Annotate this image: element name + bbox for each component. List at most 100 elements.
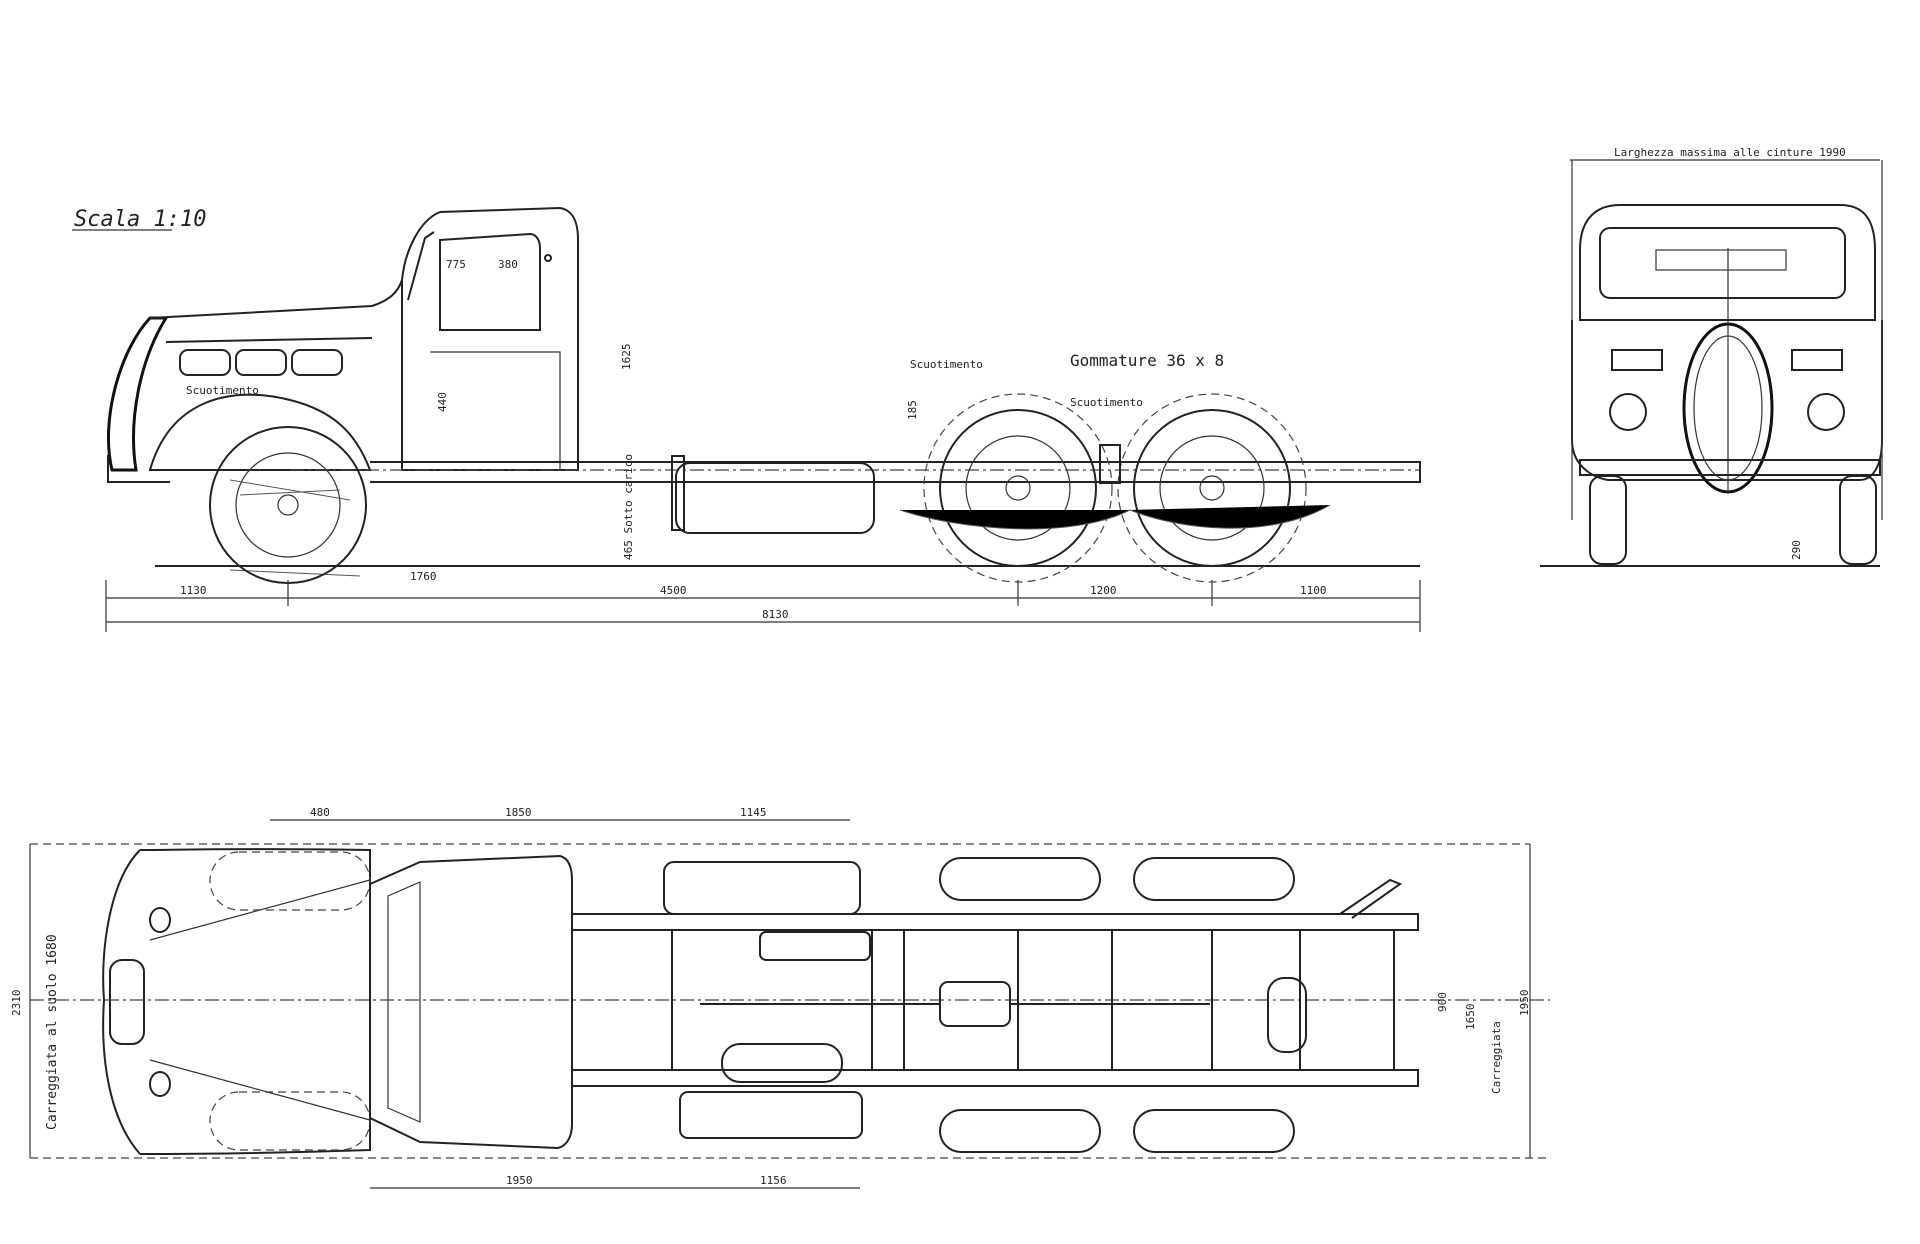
rear-travel-1: [923, 393, 1113, 583]
plan-view: 480 1850 1145 2310 Carreggiata al suolo …: [10, 806, 1550, 1189]
hood-top: [149, 279, 403, 319]
tyre-2-top: [1133, 857, 1295, 901]
plan-fender-bottom: [209, 1091, 371, 1151]
tyre-2-bottom: [1133, 1109, 1295, 1153]
front-fender: [148, 393, 372, 471]
dim-1130: 1130: [180, 584, 207, 597]
front-windscreen: [1599, 227, 1846, 299]
front-hub: [277, 494, 299, 516]
dim-1200: 1200: [1090, 584, 1117, 597]
front-bumper: [107, 455, 170, 483]
tyre-1-top: [939, 857, 1101, 901]
plan-dim-1950-right: 1950: [1518, 990, 1531, 1017]
rear-hub-1: [1005, 475, 1031, 501]
plan-cab-roof: [369, 854, 573, 1150]
headlamp-left: [1609, 393, 1647, 431]
front-body: [1571, 320, 1883, 481]
hood-line: [165, 337, 373, 343]
door-line: [430, 351, 561, 470]
fuel-filler: [671, 455, 685, 531]
rear-wheel-2: [1133, 409, 1291, 567]
front-grille: [107, 316, 169, 472]
front-wheel: [209, 426, 367, 584]
plan-dim-1650: 1650: [1464, 1004, 1477, 1031]
vent-right: [1791, 349, 1843, 371]
cab-body: [401, 206, 579, 471]
plan-dim-2310: 2310: [10, 990, 23, 1017]
ground-hatch: [229, 569, 361, 577]
scuotimento-front: Scuotimento: [186, 384, 259, 397]
rear-hitch-arm: [1339, 878, 1403, 919]
plan-hood: [139, 848, 371, 1155]
small-height-dim: 185: [906, 400, 919, 420]
differential-1: [939, 981, 1011, 1027]
vent-left: [1611, 349, 1663, 371]
rear-wheel-1-rim: [965, 435, 1071, 541]
hood-vent-2: [235, 349, 287, 376]
plan-rail-top: [571, 913, 1419, 931]
dim-1760: 1760: [410, 570, 437, 583]
cab-height-dim: 1625: [620, 344, 633, 371]
carreggiata-rear: Carreggiata: [1490, 1021, 1503, 1094]
side-view: 775 380 440 1625 Scuotimento Scuotimento: [105, 206, 1421, 632]
plan-dim-480: 480: [310, 806, 330, 819]
tyres-label: Gommature 36 x 8: [1070, 351, 1224, 370]
plan-front-mask: [102, 849, 141, 1155]
plan-spare-tank: [1267, 977, 1307, 1053]
plan-tool-box: [679, 1091, 863, 1139]
front-bumper-view: [1579, 459, 1881, 476]
door-window: [439, 232, 541, 331]
scuotimento-rear-2: Scuotimento: [1070, 396, 1143, 409]
plan-dim-1850: 1850: [505, 806, 532, 819]
plan-hood-crease-top: [149, 879, 371, 941]
plan-grille: [109, 959, 145, 1045]
rear-wheel-2-rim: [1159, 435, 1265, 541]
front-view: Larghezza massima alle cinture 1990 290: [1540, 146, 1883, 567]
plan-headlamp-bottom: [149, 1071, 171, 1097]
door-dim-1: 775: [446, 258, 466, 271]
rear-hub-2: [1199, 475, 1225, 501]
windscreen: [407, 231, 435, 301]
carreggiata-front: Carreggiata al suolo 1680: [45, 934, 60, 1130]
plan-battery-box: [759, 931, 871, 961]
door-dim-2: 380: [498, 258, 518, 271]
plan-dim-1145: 1145: [740, 806, 767, 819]
plan-dim-1950-bottom: 1950: [506, 1174, 533, 1187]
fuel-tank: [675, 462, 875, 534]
front-width-label: Larghezza massima alle cinture 1990: [1614, 146, 1846, 159]
rear-wheel-1: [939, 409, 1097, 567]
plan-rail-bottom: [571, 1069, 1419, 1087]
front-wheel-right: [1839, 475, 1877, 565]
dim-1100: 1100: [1300, 584, 1327, 597]
rear-leaf-springs: [899, 504, 1331, 530]
plan-dim-900: 900: [1436, 992, 1449, 1012]
chassis-rail: [370, 461, 1421, 483]
dim-4500: 4500: [660, 584, 687, 597]
dim-8130: 8130: [762, 608, 789, 621]
plan-dim-1156: 1156: [760, 1174, 787, 1187]
headlamp-right: [1807, 393, 1845, 431]
plan-fuel-tank: [663, 861, 861, 915]
door-dim-h: 440: [436, 392, 449, 412]
front-wheel-left: [1589, 475, 1627, 565]
plan-hood-crease-bottom: [149, 1059, 371, 1121]
plan-windscreen: [387, 881, 421, 1123]
plan-fender-top: [209, 851, 371, 911]
bogie-bracket: [1099, 444, 1121, 484]
front-cab: [1579, 204, 1876, 321]
scuotimento-rear-1: Scuotimento: [910, 358, 983, 371]
mirror-point: [544, 254, 552, 262]
tyre-1-bottom: [939, 1109, 1101, 1153]
front-visor: [1655, 249, 1787, 271]
front-wheel-rim: [235, 452, 341, 558]
plan-headlamp-top: [149, 907, 171, 933]
hood-vent-1: [179, 349, 231, 376]
plan-air-tank: [721, 1043, 843, 1083]
hood-vent-3: [291, 349, 343, 376]
rear-travel-2: [1117, 393, 1307, 583]
scale-note: Scala 1:10: [74, 207, 206, 232]
front-ground-clearance: 290: [1790, 540, 1803, 560]
ground-height-dim: 465 Sotto carico: [622, 454, 635, 560]
front-spring: [229, 479, 351, 501]
